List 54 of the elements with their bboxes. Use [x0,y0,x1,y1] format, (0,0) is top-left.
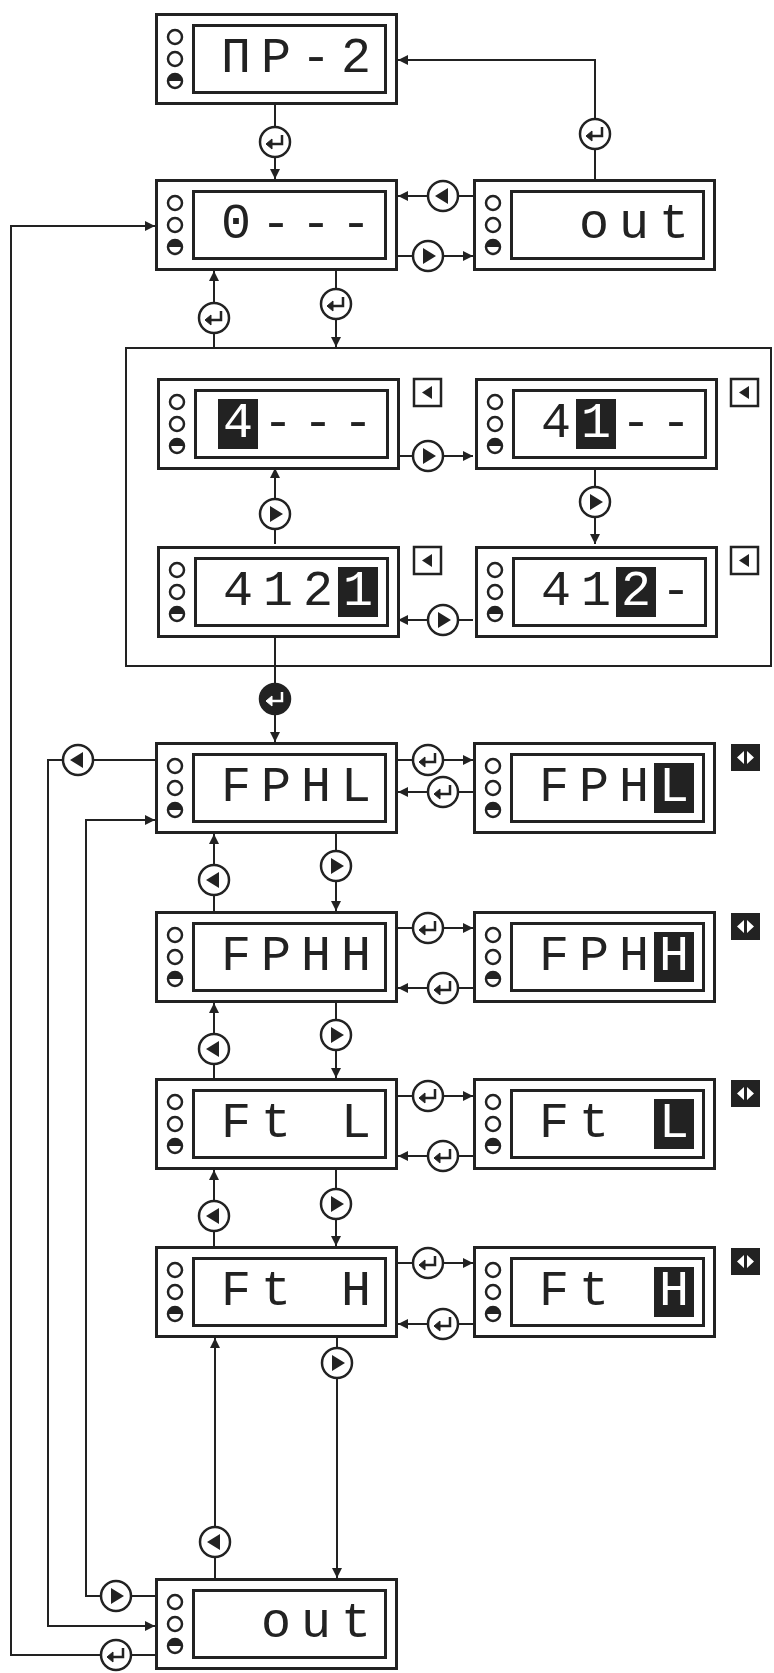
enter-key-icon [426,971,460,1005]
connector-arrow [85,815,156,1597]
right-arrow-key-icon [99,1579,133,1613]
enter-key-icon [411,1246,445,1280]
display-unit [157,378,400,470]
enter-key-icon [258,682,292,716]
connector-arrow [397,55,596,180]
enter-key-icon [411,1079,445,1113]
connector-arrow [47,759,156,1631]
display-unit [155,1246,398,1338]
right-arrow-key-icon [426,603,460,637]
enter-key-icon [411,743,445,777]
left-arrow-key-icon [197,1032,231,1066]
enter-key-icon [411,911,445,945]
left-arrow-key-icon [197,863,231,897]
right-arrow-key-icon [319,849,353,883]
enter-key-icon [578,117,612,151]
enter-key-icon [99,1638,133,1672]
display-unit [155,742,398,834]
display-unit [155,911,398,1003]
enter-key-icon [197,301,231,335]
enter-key-icon [426,1307,460,1341]
display-unit [155,179,398,271]
right-arrow-key-icon [258,497,292,531]
connector-arrow [10,221,156,1656]
display-text: 0--- [220,200,372,250]
right-arrow-key-icon [411,439,445,473]
enter-key-icon [258,125,292,159]
left-arrow-key-icon [426,179,460,213]
right-arrow-key-icon [411,239,445,273]
enter-key-icon [319,287,353,321]
right-arrow-key-icon [319,1018,353,1052]
enter-key-icon [426,1139,460,1173]
display-unit [475,546,718,638]
right-arrow-key-icon [578,485,612,519]
group-frame [125,347,772,667]
display-unit [473,1078,716,1170]
display-text: 4--- [218,399,378,449]
left-arrow-key-icon [198,1525,232,1559]
enter-key-icon [426,775,460,809]
display-unit [155,13,398,105]
display-unit [473,179,716,271]
display-unit [475,378,718,470]
right-arrow-key-icon [320,1346,354,1380]
display-unit [157,546,400,638]
right-arrow-key-icon [319,1187,353,1221]
display-unit [155,1078,398,1170]
display-unit [473,742,716,834]
display-unit [473,911,716,1003]
left-arrow-key-icon [197,1199,231,1233]
left-arrow-key-icon [61,743,95,777]
display-unit [473,1246,716,1338]
connector-arrow [332,1337,342,1579]
display-unit [155,1578,398,1670]
